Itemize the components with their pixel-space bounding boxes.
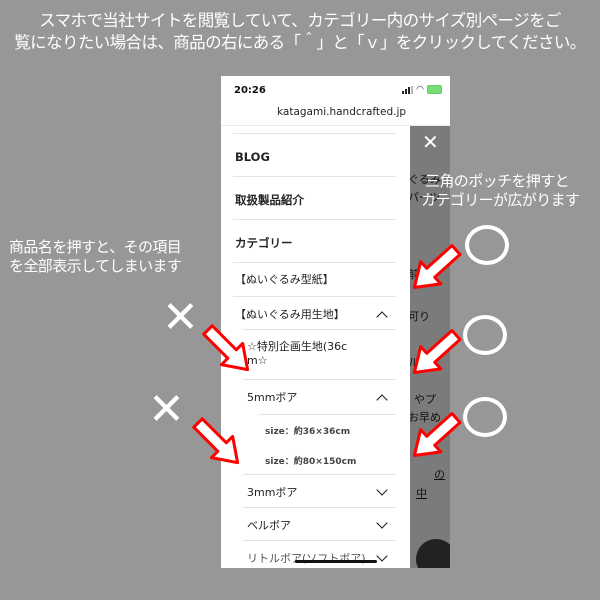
right-annotation-line-1: 三角のポッチを押すと bbox=[425, 172, 570, 190]
instruction-text: スマホで当社サイトを閲覧していて、カテゴリー内のサイズ別ページをご 覧になりたい… bbox=[0, 10, 600, 54]
right-annotation-line-2: カテゴリーが広がります bbox=[421, 191, 580, 209]
status-time: 20:26 bbox=[234, 85, 266, 96]
wrong-mark-icon: ✕ bbox=[148, 384, 185, 435]
left-annotation-line-2: を全部表示してしまいます bbox=[9, 257, 182, 275]
overlay-text: ルが bbox=[410, 356, 430, 369]
chevron-down-icon[interactable] bbox=[376, 517, 388, 529]
menu-item-fabrics[interactable]: 【ぬいぐるみ用生地】 bbox=[235, 308, 345, 321]
divider bbox=[233, 219, 396, 220]
chevron-down-icon[interactable] bbox=[376, 550, 388, 562]
menu-item-products[interactable]: 取扱製品紹介 bbox=[235, 193, 304, 207]
correct-mark-icon bbox=[463, 397, 507, 437]
divider bbox=[243, 379, 396, 380]
menu-item-special-line2: m☆ bbox=[247, 354, 268, 367]
menu-item-blog[interactable]: BLOG bbox=[235, 150, 270, 164]
overlay-text: やプ bbox=[414, 393, 436, 406]
overlay-text: パーツ bbox=[410, 191, 441, 204]
overlay-line bbox=[416, 562, 450, 563]
battery-icon bbox=[427, 85, 442, 94]
instruction-line-2: 覧になりたい場合は、商品の右にある「＾」と「ｖ」をクリックしてください。 bbox=[14, 33, 586, 52]
menu-item-5mm-boa[interactable]: 5mmボア bbox=[247, 391, 298, 404]
wifi-icon: ◠ bbox=[416, 84, 424, 95]
divider bbox=[243, 474, 396, 475]
overlay-button-shape bbox=[416, 539, 450, 568]
chevron-down-icon[interactable] bbox=[376, 484, 388, 496]
instruction-line-1: スマホで当社サイトを閲覧していて、カテゴリー内のサイズ別ページをご bbox=[39, 11, 561, 30]
divider bbox=[259, 414, 396, 415]
wrong-mark-icon: ✕ bbox=[162, 292, 199, 343]
left-annotation: 商品名を押すと、その項目 を全部表示してしまいます bbox=[9, 238, 182, 276]
address-bar-divider bbox=[221, 125, 450, 126]
nav-menu: BLOG 取扱製品紹介 カテゴリー 【ぬいぐるみ型紙】 【ぬいぐるみ用生地】 ☆… bbox=[221, 126, 410, 568]
url-text: katagami.handcrafted.jp bbox=[277, 106, 407, 118]
divider bbox=[233, 176, 396, 177]
status-bar: 20:26 ◠ bbox=[221, 76, 450, 100]
overlay-text: 前に bbox=[410, 268, 430, 281]
overlay-link[interactable]: の bbox=[434, 468, 445, 481]
divider bbox=[233, 296, 396, 297]
phone-screenshot: 20:26 ◠ katagami.handcrafted.jp BLOG 取扱製… bbox=[221, 76, 450, 568]
status-icons: ◠ bbox=[402, 85, 442, 94]
menu-item-category[interactable]: カテゴリー bbox=[235, 236, 293, 250]
correct-mark-icon bbox=[463, 315, 507, 355]
left-annotation-line-1: 商品名を押すと、その項目 bbox=[9, 238, 182, 256]
overlay-text: 可り bbox=[410, 310, 430, 323]
overlay-text: ぐるみ bbox=[410, 173, 441, 186]
divider bbox=[243, 329, 396, 330]
home-indicator bbox=[295, 560, 377, 563]
menu-item-bell-boa[interactable]: ベルボア bbox=[247, 519, 291, 532]
overlay-text: お早め bbox=[410, 411, 441, 424]
divider bbox=[233, 262, 396, 263]
overlay-link[interactable]: 中 bbox=[416, 487, 427, 500]
correct-mark-icon bbox=[465, 225, 509, 265]
chevron-up-icon[interactable] bbox=[376, 311, 388, 323]
menu-item-3mm-boa[interactable]: 3mmボア bbox=[247, 486, 298, 499]
right-annotation: 三角のポッチを押すと カテゴリーが広がります bbox=[421, 172, 580, 210]
menu-item-special-line1: ☆特別企画生地(36c bbox=[247, 340, 348, 353]
divider bbox=[243, 507, 396, 508]
divider bbox=[243, 540, 396, 541]
menu-item-size-80[interactable]: size：約80×150cm bbox=[265, 457, 357, 467]
chevron-up-icon[interactable] bbox=[376, 394, 388, 406]
menu-item-little-boa[interactable]: リトルボア(ソフトボア) bbox=[247, 552, 366, 565]
signal-icon bbox=[402, 85, 414, 94]
close-icon[interactable]: ✕ bbox=[422, 130, 439, 154]
menu-item-size-36[interactable]: size：約36×36cm bbox=[265, 427, 351, 437]
menu-item-patterns[interactable]: 【ぬいぐるみ型紙】 bbox=[235, 273, 334, 286]
menu-item-special[interactable]: ☆特別企画生地(36c m☆ bbox=[247, 338, 347, 367]
divider bbox=[233, 133, 396, 134]
